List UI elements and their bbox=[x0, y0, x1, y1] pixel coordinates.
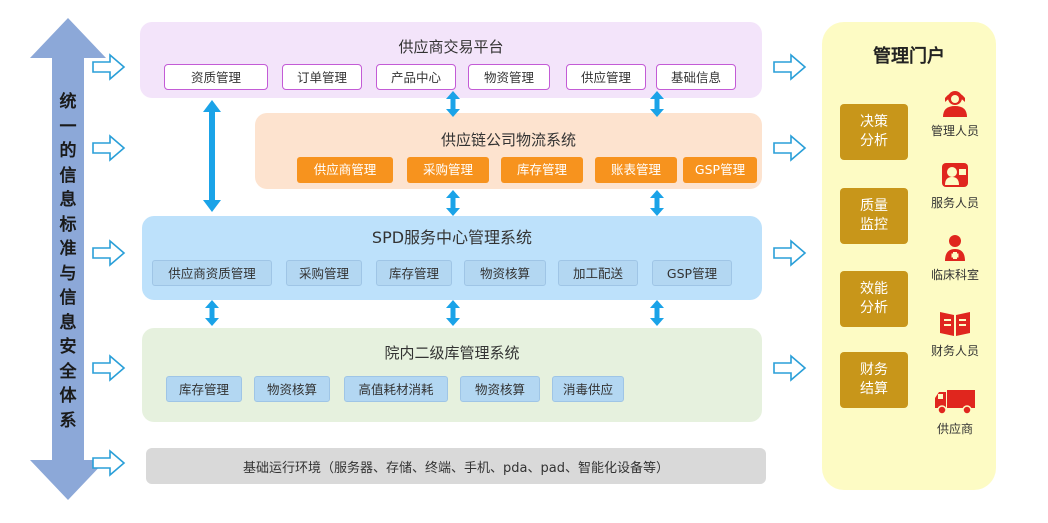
manager-icon bbox=[943, 91, 967, 117]
module-orders[interactable]: 订单管理 bbox=[282, 64, 362, 90]
module-ledger[interactable]: 账表管理 bbox=[595, 157, 677, 183]
double-arrow-icon bbox=[446, 190, 460, 216]
arrow-right-icon bbox=[92, 53, 126, 81]
management-portal: 管理门户 决策分析 质量监控 效能分析 财务结算 管理人员 服务人员 临床科室 bbox=[822, 22, 996, 490]
axis-char: 与 bbox=[59, 263, 77, 284]
layer-title: SPD服务中心管理系统 bbox=[371, 228, 533, 247]
axis-char: 的 bbox=[59, 141, 77, 161]
double-arrow-icon bbox=[205, 300, 219, 326]
axis-char: 一 bbox=[59, 116, 77, 137]
layer-title: 基础运行环境（服务器、存储、终端、手机、pda、pad、智能化设备等） bbox=[243, 461, 669, 476]
axis-char: 息 bbox=[59, 190, 77, 210]
layer-title: 供应商交易平台 bbox=[398, 38, 504, 56]
user-label: 财务人员 bbox=[930, 344, 979, 358]
double-arrow-icon bbox=[650, 91, 664, 117]
axis-char: 息 bbox=[59, 312, 77, 333]
portal-function-label: 财务结算 bbox=[860, 362, 888, 397]
layer-title: 院内二级库管理系统 bbox=[384, 344, 520, 362]
arrow-right-icon bbox=[773, 239, 807, 267]
module-products[interactable]: 产品中心 bbox=[376, 64, 456, 90]
module-materials[interactable]: 物资管理 bbox=[468, 64, 550, 90]
double-arrow-icon bbox=[650, 190, 664, 216]
left-arrows bbox=[92, 53, 126, 477]
module-supplier-mgmt[interactable]: 供应商管理 bbox=[297, 157, 393, 183]
arrow-right-icon bbox=[773, 354, 807, 382]
portal-function-label: 效能分析 bbox=[860, 281, 888, 316]
efficiency-analysis-button[interactable]: 效能分析 bbox=[840, 271, 908, 327]
user-manager[interactable]: 管理人员 bbox=[922, 88, 988, 139]
service-staff-icon bbox=[942, 163, 968, 187]
finance-staff-icon bbox=[940, 312, 970, 336]
module-material-accounting[interactable]: 物资核算 bbox=[254, 376, 330, 402]
double-arrow-icon bbox=[446, 91, 460, 117]
financial-settlement-button[interactable]: 财务结算 bbox=[840, 352, 908, 408]
axis-char: 标 bbox=[59, 214, 77, 235]
hospital-secondary-warehouse: 院内二级库管理系统 库存管理 物资核算 高值耗材消耗 物资核算 消毒供应 bbox=[142, 328, 762, 422]
module-purchase[interactable]: 采购管理 bbox=[286, 260, 362, 286]
decision-analysis-button[interactable]: 决策分析 bbox=[840, 104, 908, 160]
user-label: 管理人员 bbox=[930, 124, 979, 138]
supplier-truck-icon bbox=[935, 390, 975, 415]
double-arrow-icon bbox=[650, 300, 664, 326]
user-label: 临床科室 bbox=[930, 268, 979, 282]
module-inventory[interactable]: 库存管理 bbox=[501, 157, 583, 183]
unified-standard-double-arrow bbox=[30, 18, 106, 500]
layer-title: 供应链公司物流系统 bbox=[440, 131, 576, 149]
module-gsp[interactable]: GSP管理 bbox=[652, 260, 732, 286]
module-material-accounting[interactable]: 物资核算 bbox=[464, 260, 546, 286]
module-gsp[interactable]: GSP管理 bbox=[683, 157, 757, 183]
portal-function-label: 质量监控 bbox=[860, 198, 888, 233]
axis-char: 体 bbox=[59, 386, 77, 406]
module-inventory[interactable]: 库存管理 bbox=[376, 260, 452, 286]
axis-char: 统 bbox=[59, 92, 77, 112]
infrastructure-layer: 基础运行环境（服务器、存储、终端、手机、pda、pad、智能化设备等） bbox=[146, 448, 766, 484]
module-inventory[interactable]: 库存管理 bbox=[166, 376, 242, 402]
user-clinical-department[interactable]: 临床科室 bbox=[922, 232, 988, 283]
module-processing-delivery[interactable]: 加工配送 bbox=[558, 260, 638, 286]
module-purchase[interactable]: 采购管理 bbox=[407, 157, 489, 183]
module-supplier-qualification[interactable]: 供应商资质管理 bbox=[152, 260, 272, 286]
clinical-department-icon bbox=[945, 235, 965, 261]
spd-service-center: SPD服务中心管理系统 供应商资质管理 采购管理 库存管理 物资核算 加工配送 … bbox=[142, 216, 762, 300]
arrow-right-icon bbox=[92, 134, 126, 162]
module-supply[interactable]: 供应管理 bbox=[566, 64, 646, 90]
module-material-accounting-2[interactable]: 物资核算 bbox=[460, 376, 540, 402]
portal-function-label: 决策分析 bbox=[860, 114, 888, 149]
user-label: 供应商 bbox=[936, 422, 973, 436]
quality-monitoring-button[interactable]: 质量监控 bbox=[840, 188, 908, 244]
portal-title: 管理门户 bbox=[873, 46, 945, 67]
axis-char: 安 bbox=[59, 337, 77, 357]
unified-standard-label: 统一的信息标准与信息安全体系 bbox=[44, 90, 92, 440]
user-service-staff[interactable]: 服务人员 bbox=[922, 160, 988, 211]
module-high-value-consumables[interactable]: 高值耗材消耗 bbox=[344, 376, 448, 402]
user-label: 服务人员 bbox=[930, 196, 979, 210]
arrow-right-icon bbox=[92, 354, 126, 382]
logistics-system: 供应链公司物流系统 供应商管理 采购管理 库存管理 账表管理 GSP管理 bbox=[255, 113, 762, 189]
axis-char: 信 bbox=[59, 288, 77, 308]
axis-char: 信 bbox=[59, 165, 77, 186]
user-finance-staff[interactable]: 财务人员 bbox=[922, 308, 988, 359]
axis-char: 系 bbox=[59, 410, 77, 431]
axis-char: 全 bbox=[59, 361, 77, 382]
arrow-right-icon bbox=[773, 53, 807, 81]
module-disinfection-supply[interactable]: 消毒供应 bbox=[552, 376, 624, 402]
arrow-right-icon bbox=[92, 449, 126, 477]
supplier-trading-platform: 供应商交易平台 资质管理 订单管理 产品中心 物资管理 供应管理 基础信息 bbox=[140, 22, 762, 98]
module-basic-info[interactable]: 基础信息 bbox=[656, 64, 736, 90]
arrow-right-icon bbox=[92, 239, 126, 267]
user-supplier[interactable]: 供应商 bbox=[922, 388, 988, 437]
module-qualification[interactable]: 资质管理 bbox=[164, 64, 268, 90]
long-double-arrow bbox=[203, 100, 221, 212]
double-arrow-icon bbox=[446, 300, 460, 326]
axis-char: 准 bbox=[59, 239, 77, 259]
right-arrows bbox=[773, 53, 807, 382]
arrow-right-icon bbox=[773, 134, 807, 162]
